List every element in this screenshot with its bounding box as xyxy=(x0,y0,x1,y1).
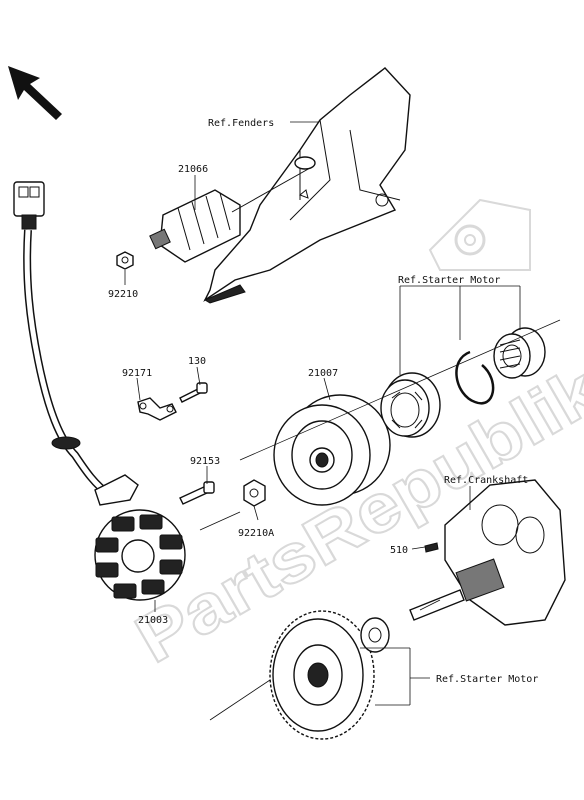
label-92171: 92171 xyxy=(122,368,152,379)
part-21003-stator xyxy=(94,509,186,601)
label-510: 510 xyxy=(390,545,408,556)
part-92153-bolt xyxy=(179,481,215,505)
needle-bearing xyxy=(493,327,546,379)
label-ref-fenders: Ref.Fenders xyxy=(208,118,274,129)
crankshaft xyxy=(409,479,566,626)
fender-bracket xyxy=(203,67,411,304)
part-labels: Ref.Fenders 21066 92210 Ref.Starter Moto… xyxy=(108,118,538,685)
label-ref-starter-motor-top: Ref.Starter Motor xyxy=(398,275,500,286)
washer xyxy=(360,617,390,653)
gear-icon xyxy=(428,198,531,271)
label-ref-starter-motor-bottom: Ref.Starter Motor xyxy=(436,674,538,685)
leader-lines xyxy=(124,121,561,721)
part-92210-nut xyxy=(116,251,134,270)
label-ref-crankshaft: Ref.Crankshaft xyxy=(444,475,528,486)
label-92210A: 92210A xyxy=(238,528,274,539)
part-92171-clamp xyxy=(137,397,177,421)
wire-harness xyxy=(13,181,139,506)
label-21003: 21003 xyxy=(138,615,168,626)
label-92153: 92153 xyxy=(190,456,220,467)
label-92210: 92210 xyxy=(108,289,138,300)
label-130: 130 xyxy=(188,356,206,367)
label-21007: 21007 xyxy=(308,368,338,379)
part-130-bolt xyxy=(179,382,208,403)
part-21066-regulator xyxy=(149,167,311,263)
label-21066: 21066 xyxy=(178,164,208,175)
part-92210A-nut xyxy=(243,479,266,507)
starter-gear xyxy=(269,610,375,740)
starter-clutch xyxy=(380,372,441,438)
circlip xyxy=(455,350,495,405)
front-direction-arrow-icon xyxy=(8,66,62,120)
part-21007-flywheel xyxy=(273,394,391,506)
